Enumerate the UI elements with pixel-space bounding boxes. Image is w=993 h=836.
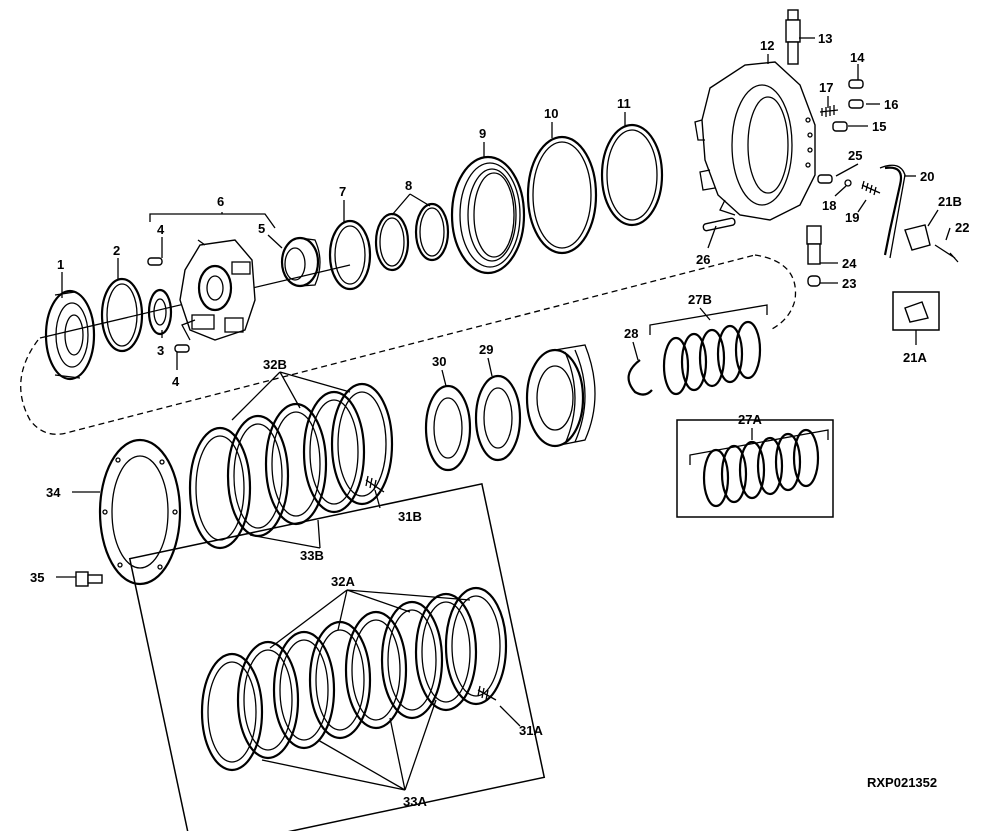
part-9-piston bbox=[450, 155, 526, 275]
part-24-fitting bbox=[806, 225, 822, 245]
part-25-plug bbox=[817, 174, 833, 184]
part-15-plug bbox=[832, 121, 848, 132]
part-29-friction-plate bbox=[474, 374, 522, 462]
part-11-seal-ring bbox=[600, 123, 664, 227]
callout-24: 24 bbox=[842, 256, 857, 271]
part-8-ring-b bbox=[414, 202, 450, 262]
part-3-washer bbox=[147, 288, 173, 336]
part-35-bolt bbox=[75, 571, 103, 587]
callout-33a: 33A bbox=[403, 794, 427, 809]
plate-stack-32b-33b bbox=[188, 382, 394, 550]
callout-31b: 31B bbox=[398, 509, 422, 524]
part-19-spring bbox=[861, 180, 881, 196]
callout-3: 3 bbox=[157, 343, 164, 358]
callout-1: 1 bbox=[57, 257, 64, 272]
part-27b-spring-pack bbox=[649, 304, 768, 396]
callout-19: 19 bbox=[845, 210, 859, 225]
callout-32a: 32A bbox=[331, 574, 355, 589]
plate-stack-32a-33a bbox=[200, 586, 508, 772]
callout-21a: 21A bbox=[903, 350, 927, 365]
part-23-plug bbox=[807, 275, 821, 287]
callout-5: 5 bbox=[258, 221, 265, 236]
callout-10: 10 bbox=[544, 106, 558, 121]
callout-12: 12 bbox=[760, 38, 774, 53]
part-1-seal bbox=[44, 289, 96, 381]
part-17-spring bbox=[819, 105, 839, 117]
callout-32b: 32B bbox=[263, 357, 287, 372]
callout-26: 26 bbox=[696, 252, 710, 267]
callout-25: 25 bbox=[848, 148, 862, 163]
callout-13: 13 bbox=[818, 31, 832, 46]
part-30-steel-plate bbox=[424, 384, 472, 472]
part-31a-spring bbox=[477, 685, 497, 701]
housing-outline-left bbox=[20, 254, 756, 435]
part-21b-clamp bbox=[904, 224, 931, 251]
clutch-pack-assembly bbox=[525, 344, 596, 448]
callout-23: 23 bbox=[842, 276, 856, 291]
part-21a-clamp bbox=[904, 301, 929, 323]
part-27a-box bbox=[676, 419, 834, 518]
callout-4-bottom: 4 bbox=[172, 374, 180, 389]
callout-29: 29 bbox=[479, 342, 493, 357]
part-7-ring bbox=[328, 219, 372, 291]
part-28-snap-ring bbox=[627, 359, 653, 396]
part-34-end-plate bbox=[98, 438, 182, 586]
callout-18: 18 bbox=[822, 198, 836, 213]
part-4-pin-bottom bbox=[174, 344, 190, 353]
part-20-tube bbox=[883, 166, 903, 256]
callout-11: 11 bbox=[617, 96, 631, 111]
part-10-seal-ring bbox=[526, 135, 598, 255]
part-4-pin-top bbox=[147, 257, 163, 266]
part-5-bearing bbox=[280, 236, 321, 288]
callout-27b: 27B bbox=[688, 292, 712, 307]
housing-outline-right bbox=[754, 254, 797, 331]
callout-14: 14 bbox=[850, 50, 865, 65]
callout-4-top: 4 bbox=[157, 222, 165, 237]
plate-stack-32a-33a-box bbox=[128, 482, 546, 836]
callout-labels: 1 2 3 4 4 5 6 7 8 9 10 11 12 13 14 15 16… bbox=[30, 31, 969, 809]
callout-35: 35 bbox=[30, 570, 44, 585]
callout-16: 16 bbox=[884, 97, 898, 112]
part-18-ball bbox=[844, 179, 852, 187]
callout-27a: 27A bbox=[738, 412, 762, 427]
callout-15: 15 bbox=[872, 119, 886, 134]
callout-28: 28 bbox=[624, 326, 638, 341]
part-16-plug bbox=[848, 99, 864, 109]
callout-7: 7 bbox=[339, 184, 346, 199]
part-12-housing bbox=[694, 61, 816, 221]
part-31b-spring bbox=[365, 475, 385, 493]
callout-6: 6 bbox=[217, 194, 224, 209]
part-14-plug bbox=[848, 79, 864, 89]
part-22-bolt bbox=[934, 244, 959, 263]
callout-8: 8 bbox=[405, 178, 412, 193]
callout-20: 20 bbox=[920, 169, 934, 184]
part-8-ring-a bbox=[374, 212, 410, 272]
figure-code: RXP021352 bbox=[867, 775, 937, 790]
callout-22: 22 bbox=[955, 220, 969, 235]
leader-lines bbox=[56, 37, 951, 791]
part-2-ring bbox=[100, 277, 144, 353]
part-6-carrier bbox=[179, 239, 256, 341]
callout-2: 2 bbox=[113, 243, 120, 258]
callout-31a: 31A bbox=[519, 723, 543, 738]
callout-17: 17 bbox=[819, 80, 833, 95]
part-27a-spring-pack bbox=[689, 428, 829, 508]
part-26-pin bbox=[702, 217, 736, 232]
part-13-fitting bbox=[785, 9, 801, 65]
callout-34: 34 bbox=[46, 485, 61, 500]
callout-30: 30 bbox=[432, 354, 446, 369]
callout-9: 9 bbox=[479, 126, 486, 141]
callout-21b: 21B bbox=[938, 194, 962, 209]
callout-33b: 33B bbox=[300, 548, 324, 563]
